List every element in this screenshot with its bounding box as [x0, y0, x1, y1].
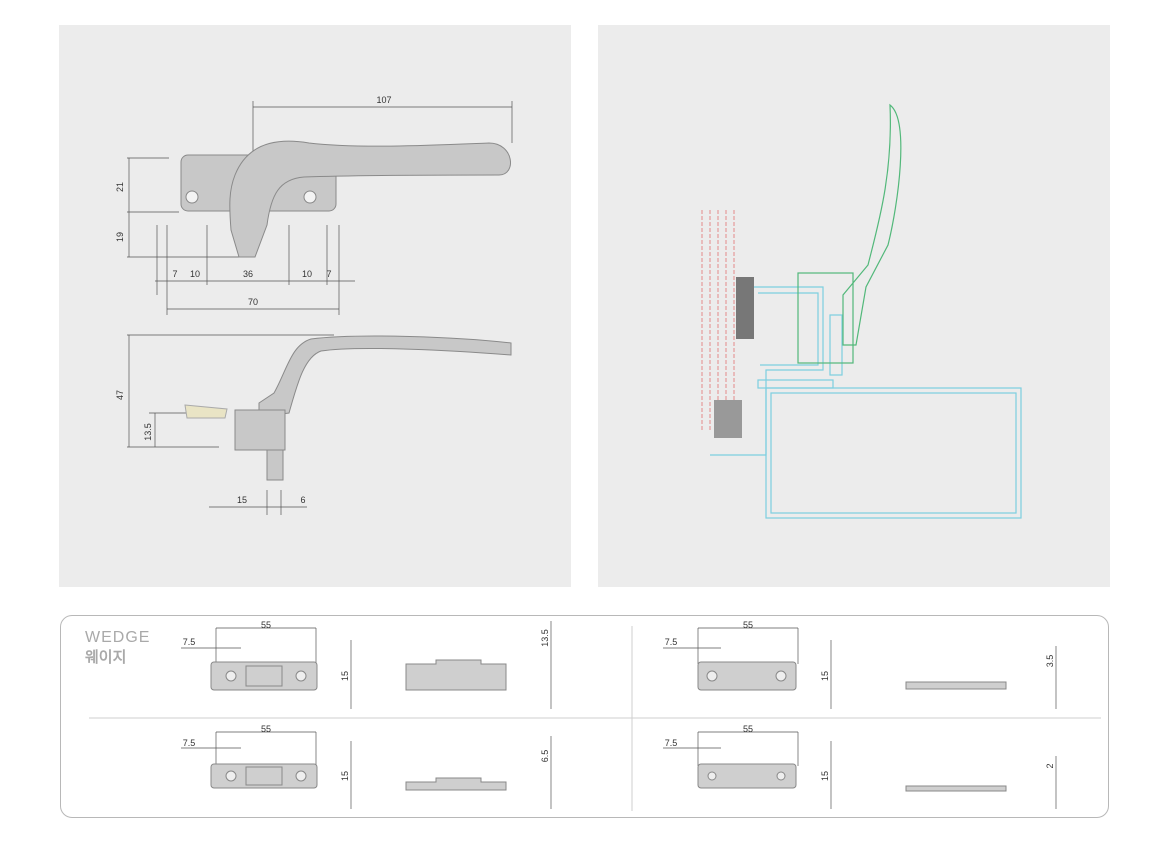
wedge-drawings: 55 7.5 15 13.5 55 7.5 15 3.5 [89, 620, 1101, 811]
dim-label-height-lower: 19 [115, 232, 125, 242]
wedge-3-thickness: 6.5 [540, 750, 550, 763]
dim-label-lock-height: 13.5 [143, 423, 153, 441]
wedge-2-length: 55 [743, 620, 753, 630]
wedge-1-hole-offset: 7.5 [183, 637, 196, 647]
frame-profile [765, 387, 1022, 519]
glazing-bead [714, 400, 742, 438]
handle-drawing: 107 21 19 7 10 36 10 7 70 47 13.5 15 6 [115, 95, 513, 515]
dim-label-offset-right: 7 [326, 269, 331, 279]
glazing-gasket [736, 277, 754, 339]
wedge-4-width: 15 [820, 771, 830, 781]
wedge-subtitle: 웨이지 [85, 649, 127, 666]
dim-label-stem-width: 15 [237, 495, 247, 505]
wedge-item-1: 55 7.5 15 13.5 [181, 620, 552, 709]
dim-label-center-span: 36 [243, 269, 253, 279]
wedge-1-thickness: 13.5 [540, 629, 550, 647]
wedge-2-width: 15 [820, 671, 830, 681]
dim-label-offset-left: 7 [172, 269, 177, 279]
dim-label-height-upper: 21 [115, 182, 125, 192]
handle-drawing-panel: 107 21 19 7 10 36 10 7 70 47 13.5 15 6 [59, 25, 571, 587]
dim-label-hole-right: 10 [302, 269, 312, 279]
dim-label-hole-left: 10 [190, 269, 200, 279]
wedge-1-length: 55 [261, 620, 271, 630]
wedge-item-4: 55 7.5 15 2 [663, 724, 1057, 809]
dim-label-base-width: 70 [248, 297, 258, 307]
wedge-4-length: 55 [743, 724, 753, 734]
dim-label-side-height: 47 [115, 390, 125, 400]
wedge-item-2: 55 7.5 15 3.5 [663, 620, 1057, 709]
handle-section [842, 103, 902, 346]
wedge-2-hole-offset: 7.5 [665, 637, 678, 647]
wedge-section: WEDGE 웨이지 55 7.5 15 13.5 [60, 615, 1109, 818]
section-drawing-panel [598, 25, 1110, 587]
wedge-3-hole-offset: 7.5 [183, 738, 196, 748]
dim-label-length: 107 [376, 95, 391, 105]
handle-stem [266, 449, 284, 481]
wedge-title: WEDGE [85, 629, 151, 646]
wedge-4-hole-offset: 7.5 [665, 738, 678, 748]
wedge-1-width: 15 [340, 671, 350, 681]
wedge-3-length: 55 [261, 724, 271, 734]
latch-tongue [184, 404, 228, 419]
wedge-3-width: 15 [340, 771, 350, 781]
handle-lever-side [258, 335, 512, 418]
wedge-2-thickness: 3.5 [1045, 655, 1055, 668]
screw-hole-right [303, 190, 317, 204]
dim-label-stem-offset: 6 [300, 495, 305, 505]
screw-hole-left [185, 190, 199, 204]
wedge-4-thickness: 2 [1045, 763, 1055, 768]
section-drawing [701, 103, 1022, 519]
handle-lever-top [229, 140, 511, 258]
handle-lock-body [234, 409, 286, 451]
sash-profile [710, 286, 824, 456]
wedge-item-3: 55 7.5 15 6.5 [181, 724, 552, 809]
